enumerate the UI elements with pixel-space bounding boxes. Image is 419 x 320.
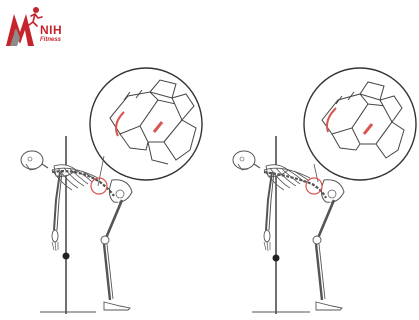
figure-left (21, 68, 202, 314)
plumb-bob-right (273, 255, 280, 262)
plumb-bob-left (63, 253, 70, 260)
figure-right (233, 68, 416, 314)
